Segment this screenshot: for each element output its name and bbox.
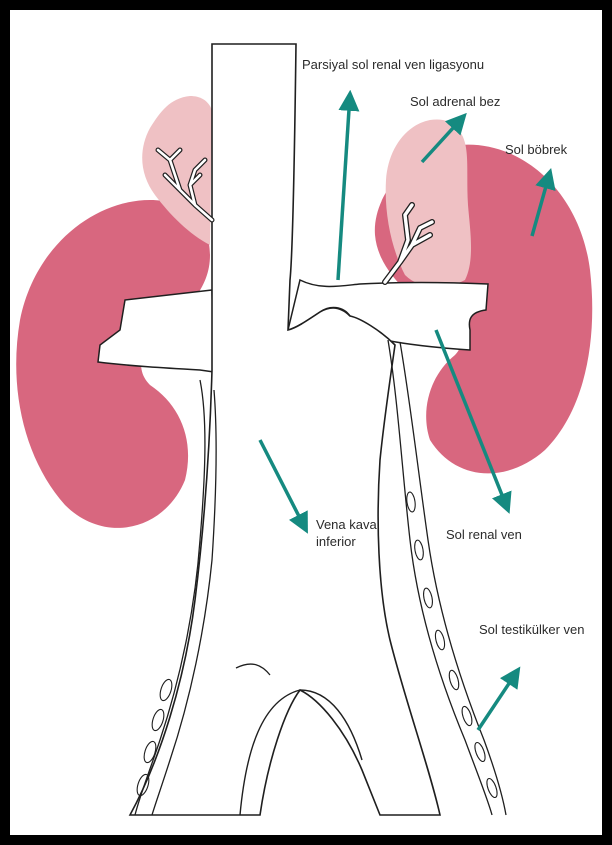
label-left-adrenal-gland: Sol adrenal bez (410, 93, 500, 110)
label-left-testicular-vein: Sol testikülker ven (479, 621, 589, 638)
arrow-testicular (478, 670, 518, 730)
label-partial-renal-vein-ligation: Parsiyal sol renal ven ligasyonu (302, 56, 484, 73)
arrow-ligation (338, 94, 350, 280)
label-left-renal-vein: Sol renal ven (446, 526, 522, 543)
label-left-kidney: Sol böbrek (505, 141, 567, 158)
label-inferior-vena-cava: Vena kava inferior (316, 516, 406, 550)
